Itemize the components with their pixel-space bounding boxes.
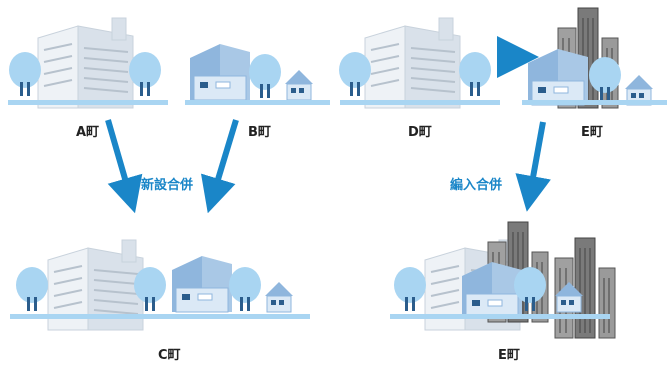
arrow-e-to-e <box>515 121 551 212</box>
arrow-b-to-c <box>200 119 239 214</box>
town-e-bottom-illustration <box>390 221 616 339</box>
town-e-bottom-label: E町 <box>498 348 520 363</box>
town-b-label: B町 <box>248 125 271 140</box>
town-d-label: D町 <box>408 125 432 140</box>
town-c-label: C町 <box>158 348 181 363</box>
new-merger-label: 新設合併 <box>141 178 194 193</box>
town-a-illustration <box>8 17 168 109</box>
town-a-label: A町 <box>76 125 100 140</box>
town-d-illustration <box>339 17 500 109</box>
absorption-merger-label: 編入合併 <box>450 178 503 193</box>
town-c-illustration <box>10 239 310 331</box>
arrow-a-to-c <box>105 119 143 214</box>
town-e-top-illustration <box>522 7 667 109</box>
town-b-illustration <box>185 43 330 105</box>
town-e-top-label: E町 <box>581 125 603 140</box>
